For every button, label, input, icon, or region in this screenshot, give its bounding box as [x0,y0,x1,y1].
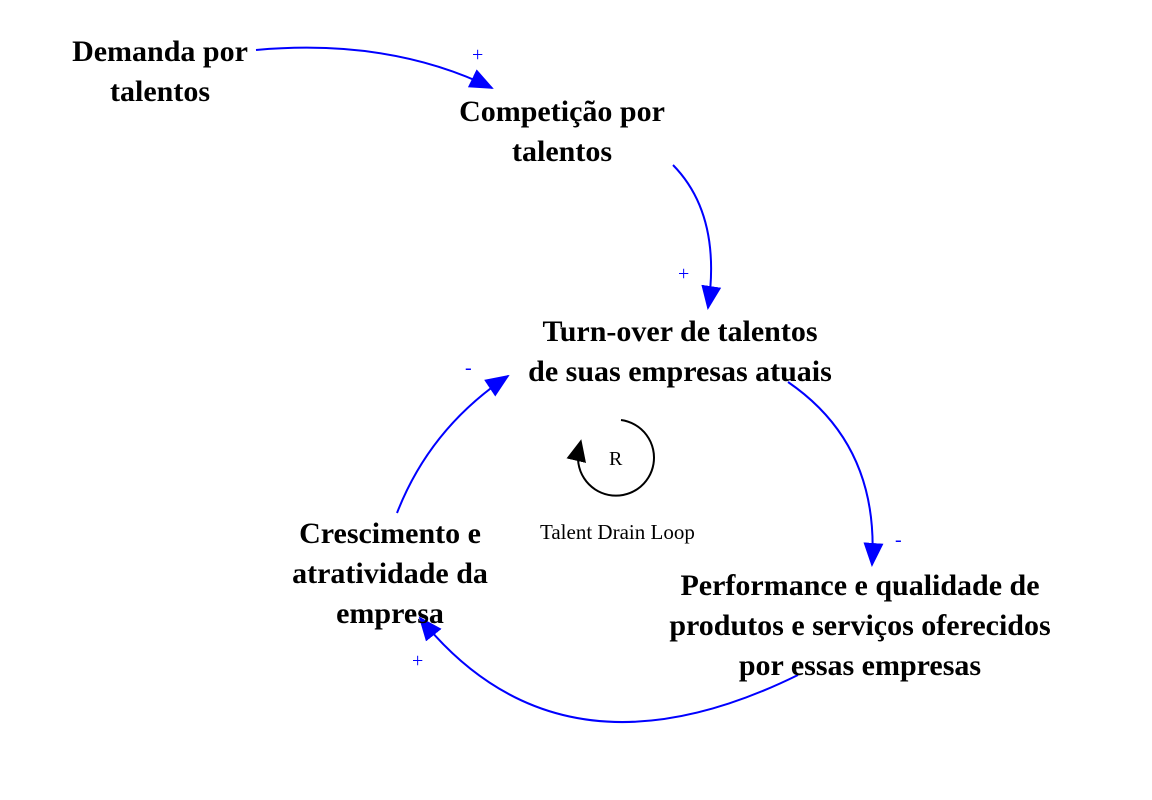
variable-label-line: Performance e qualidade de [680,569,1040,602]
variable-performance-e-qualidade: Performance e qualidade de produtos e se… [640,566,1080,686]
variable-turnover-de-talentos: Turn-over de talentos de suas empresas a… [500,312,860,392]
loop-name-label: Talent Drain Loop [540,520,695,544]
variable-label-line: de suas empresas atuais [528,355,832,388]
variable-label-line: Competição por [459,95,665,128]
link-performance-to-crescimento [418,616,799,724]
polarity-crescimento-turnover: - [465,357,472,379]
variable-label-line: Demanda por [72,35,248,68]
link-competicao-to-turnover [672,164,722,310]
polarity-performance-crescimento: + [412,650,424,672]
variable-demanda-por-talentos: Demanda por talentos [40,32,280,112]
variable-label-line: produtos e serviços oferecidos [669,609,1051,642]
link-crescimento-to-turnover [396,374,510,514]
variable-label-line: atratividade da [292,557,488,590]
variable-label-line: talentos [110,75,210,108]
link-turnover-to-performance [787,381,884,567]
link-demanda-to-competicao [255,46,494,89]
loop-type-label: R [609,448,623,470]
variable-label-line: empresa [336,597,444,630]
loop-marker-icon [566,419,655,497]
variable-competicao-por-talentos: Competição por talentos [432,92,692,172]
variable-label-line: por essas empresas [738,649,982,682]
variable-label-line: Crescimento e [299,517,481,550]
variable-label-line: talentos [512,135,612,168]
variable-crescimento-e-atratividade: Crescimento e atratividade da empresa [270,514,510,634]
polarity-demanda-competicao: + [472,44,484,66]
polarity-turnover-performance: - [895,529,902,551]
polarity-competicao-turnover: + [678,263,690,285]
variable-label-line: Turn-over de talentos [542,315,818,348]
